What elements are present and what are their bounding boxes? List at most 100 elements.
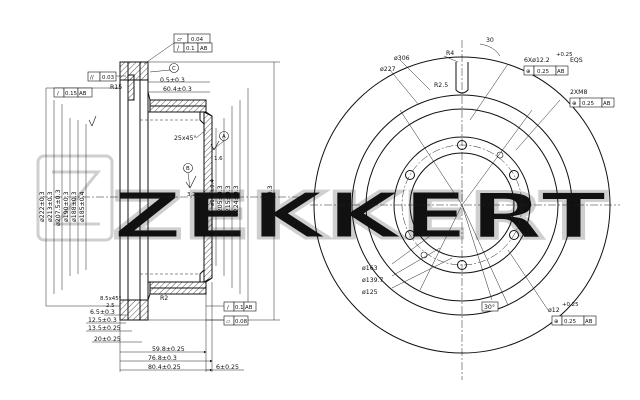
dia-188: ø188±0.3 xyxy=(71,191,78,222)
dim-60-4: 60.4±0.3 xyxy=(163,86,192,93)
note-r15: R15 xyxy=(110,84,122,91)
label-bolt-holes: 6Xø12.2 xyxy=(524,57,550,64)
dia-224: ø224±0.3 xyxy=(233,185,240,216)
frame2-value: 0.25 xyxy=(582,101,594,107)
left-runout-frame: / 0.15 AB xyxy=(53,87,93,98)
bolt-holes xyxy=(405,140,519,270)
bolt-hole xyxy=(509,230,519,240)
parallelism-frame: // 0.03 xyxy=(87,71,126,82)
note-r2: R2 xyxy=(160,295,168,302)
tol-runout-value: 0.1 xyxy=(186,46,195,52)
dia-190: ø190±0.3 xyxy=(63,191,70,222)
frame1-value: 0.25 xyxy=(537,69,549,75)
tol-runout-ref: AB xyxy=(200,46,208,52)
dim-6-5: 6.5±0.3 xyxy=(90,309,115,316)
bolt-circle xyxy=(401,144,523,266)
dim-6: 6±0.25 xyxy=(216,364,239,371)
tol-profile-value: 0.08 xyxy=(235,319,248,325)
threaded-hole xyxy=(420,251,428,259)
front-leaders xyxy=(389,43,561,311)
center-bore xyxy=(409,152,515,258)
label-125: ø125 xyxy=(362,289,378,296)
side-notes: R15 25x45° R2 3.2 1.6 xyxy=(88,84,223,302)
note-ra-16: 1.6 xyxy=(214,156,223,162)
brand-watermark: ZEKKERT xyxy=(36,154,609,256)
frame3-symbol: ⊕ xyxy=(554,319,559,325)
label-bolt-tol: +0.25 xyxy=(556,52,573,58)
bolt-hole xyxy=(457,140,467,150)
note-chamfer-25: 25x45° xyxy=(174,134,197,142)
tol-left-ref: AB xyxy=(79,91,87,97)
dia-222: ø222±0.3 xyxy=(39,191,46,222)
dim-76-8: 76.8±0.3 xyxy=(148,355,177,362)
bolt-hole xyxy=(405,170,415,180)
label-163: ø163 xyxy=(362,265,378,272)
diameter-labels: ø222±0.3 ø213±0.3 ø207.5±0.3 ø190±0.3 ø1… xyxy=(39,179,274,226)
note-ra-32: 3.2 xyxy=(187,192,196,198)
top-tolerance-frames: ▱ 0.04 / 0.1 AB xyxy=(143,33,213,65)
dia-215: ø215±0.3 xyxy=(225,185,232,216)
datum-b: B xyxy=(186,166,190,172)
dim-2-5: 2.5 xyxy=(106,303,115,309)
tol-bottom-symbol: / xyxy=(227,305,229,311)
datum-a: A xyxy=(222,134,226,140)
tol-parallel-value: 0.03 xyxy=(102,75,114,81)
label-306: ø306 xyxy=(394,55,410,62)
hub-edge xyxy=(393,136,531,274)
frame1-symbol: ⊕ xyxy=(526,69,531,75)
tol-runout-symbol: / xyxy=(177,45,180,52)
label-r4: R4 xyxy=(446,50,454,57)
label-139: ø139.7 xyxy=(362,277,384,284)
label-m8: 2XM8 xyxy=(570,89,588,96)
datum-markers: A B C xyxy=(149,63,229,189)
friction-inner-edge xyxy=(351,94,573,316)
label-12-tol: +0.25 xyxy=(562,302,579,308)
label-227: ø227 xyxy=(380,66,396,73)
top-dimensions: 0.5±0.3 60.4±0.3 xyxy=(148,77,210,93)
label-eqs: EQS xyxy=(570,57,583,64)
tol-bottom-ref: AB xyxy=(245,305,253,311)
label-12: ø12 xyxy=(548,307,560,314)
tol-left-value: 0.15 xyxy=(65,91,77,97)
frame1-ref: AB xyxy=(557,69,565,75)
label-r25: R2.5 xyxy=(434,82,448,89)
front-view: ø306 ø227 R4 30 R2.5 6Xø12.2 +0.25 EQS 2… xyxy=(310,37,620,380)
tol-flatness-value: 0.04 xyxy=(191,37,204,43)
top-slot xyxy=(455,62,469,94)
frame3-ref: AB xyxy=(585,319,593,325)
dim-12-5: 12.5±0.3 xyxy=(88,317,117,324)
frame2-ref: AB xyxy=(603,101,611,107)
tol-profile-symbol: ⏥ xyxy=(226,319,231,325)
dim-chamfer: 8.5x45° xyxy=(100,296,122,302)
dia-207: ø207.5±0.3 xyxy=(55,189,62,226)
frame3-value: 0.25 xyxy=(564,319,576,325)
dim-59-8: 59.8±0.25 xyxy=(152,346,185,353)
bolt-hole xyxy=(457,260,467,270)
dia-185: ø185±0.4 xyxy=(79,191,86,222)
dia-205: ø205±0.3 xyxy=(217,185,224,216)
frame2-symbol: ⊕ xyxy=(572,101,577,107)
disc-outer-edge xyxy=(313,56,611,354)
watermark-brand: ZEKKERT xyxy=(112,180,608,254)
bolt-hole xyxy=(405,230,415,240)
bottom-tolerance-frames: / 0.1 AB ⏥ 0.08 xyxy=(206,301,257,326)
tol-parallel-symbol: // xyxy=(90,75,94,81)
hat-edge xyxy=(365,108,559,302)
dia-198: ø198±0.4 xyxy=(210,179,216,206)
bolt-hole xyxy=(509,170,519,180)
position-frames: ⊕ 0.25 AB ⊕ 0.25 AB ⊕ 0.25 AB xyxy=(523,65,615,326)
dia-213: ø213±0.3 xyxy=(47,191,54,222)
dim-20: 20±0.25 xyxy=(94,336,121,343)
dim-13-5: 13.5±0.25 xyxy=(88,325,121,332)
tol-flatness-symbol: ▱ xyxy=(177,36,182,43)
threaded-hole xyxy=(496,151,504,159)
dim-0-5: 0.5±0.3 xyxy=(160,77,185,84)
dia-315: ø315±0.3 xyxy=(267,185,274,216)
label-30-deg: 30° xyxy=(484,303,495,311)
bottom-dimensions: 8.5x45° 2.5 6.5±0.3 12.5±0.3 13.5±0.25 2… xyxy=(86,282,244,372)
side-view: ø222±0.3 ø213±0.3 ø207.5±0.3 ø190±0.3 ø1… xyxy=(39,33,300,372)
label-30: 30 xyxy=(486,37,494,44)
tol-bottom-value: 0.1 xyxy=(235,305,244,311)
dim-80-4: 80.4±0.25 xyxy=(148,364,181,371)
